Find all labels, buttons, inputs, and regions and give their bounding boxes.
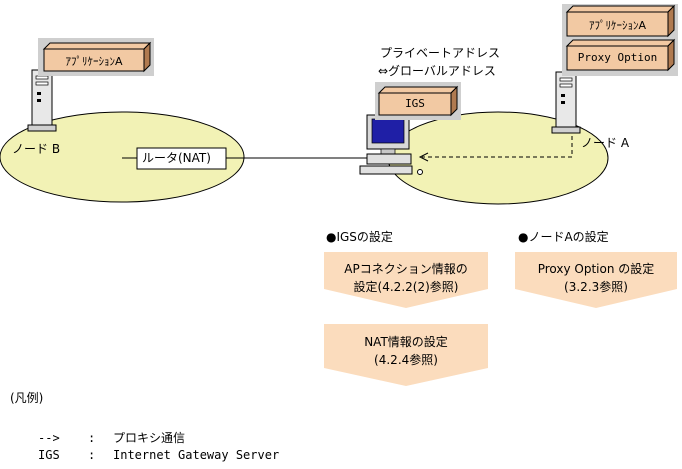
igs-step2-text: NAT情報の設定 (4.2.4参照) [324,333,488,369]
legend-row1-symbol: --> [38,431,60,445]
igs-caption-line2: ⇔グローバルアドレス [378,64,496,78]
computer-icon-igs [359,114,423,175]
igs-step1-text: APコネクション情報の 設定(4.2.2(2)参照) [324,260,488,296]
server-icon-node-a [551,71,581,134]
node-a-step-line1: Proxy Option の設定 [537,262,655,276]
igs-step1-line1: APコネクション情報の [344,262,468,276]
router-box [136,147,227,170]
network-left [0,111,245,203]
legend-row2-sep: : [88,448,96,462]
igs-step2-line1: NAT情報の設定 [364,335,448,349]
node-a-proxy-label: Proxy Option [577,51,658,64]
node-b-label: ノード B [12,142,61,156]
legend-title: (凡例) [10,391,44,405]
igs-step1-line2: 設定(4.2.2(2)参照) [353,280,459,294]
igs-step2-line2: (4.2.4参照) [374,353,438,367]
server-icon-node-b [27,69,57,132]
igs-caption-line1: プライベートアドレス [380,46,501,60]
app-box-node-a [562,4,678,76]
igs-box [375,82,461,120]
node-a-settings-heading: ●ノードAの設定 [518,230,609,244]
igs-box-label: IGS [405,97,425,110]
node-a-step-shape [515,252,677,308]
node-b-app-label: ｱﾌﾟﾘｹｰｼｮﾝA [65,55,123,68]
igs-step1-shape [324,252,488,308]
proxy-arrow [422,136,573,158]
legend-row1-text: プロキシ通信 [113,431,186,445]
proxy-arrowhead [418,152,429,162]
app-box-node-b [38,38,154,76]
igs-step2-shape [324,324,488,386]
igs-settings-heading: ●IGSの設定 [326,230,393,244]
router-label: ルータ(NAT) [142,151,211,165]
node-a-step-text: Proxy Option の設定 (3.2.3参照) [515,260,677,296]
node-a-step-line2: (3.2.3参照) [564,280,628,294]
legend-row1-sep: : [88,431,96,445]
node-a-app-label: ｱﾌﾟﾘｹｰｼｮﾝA [588,19,647,32]
node-a-label: ノード A [581,136,630,150]
legend-row2-symbol: IGS [38,448,60,462]
legend-row2-text: Internet Gateway Server [113,448,280,462]
